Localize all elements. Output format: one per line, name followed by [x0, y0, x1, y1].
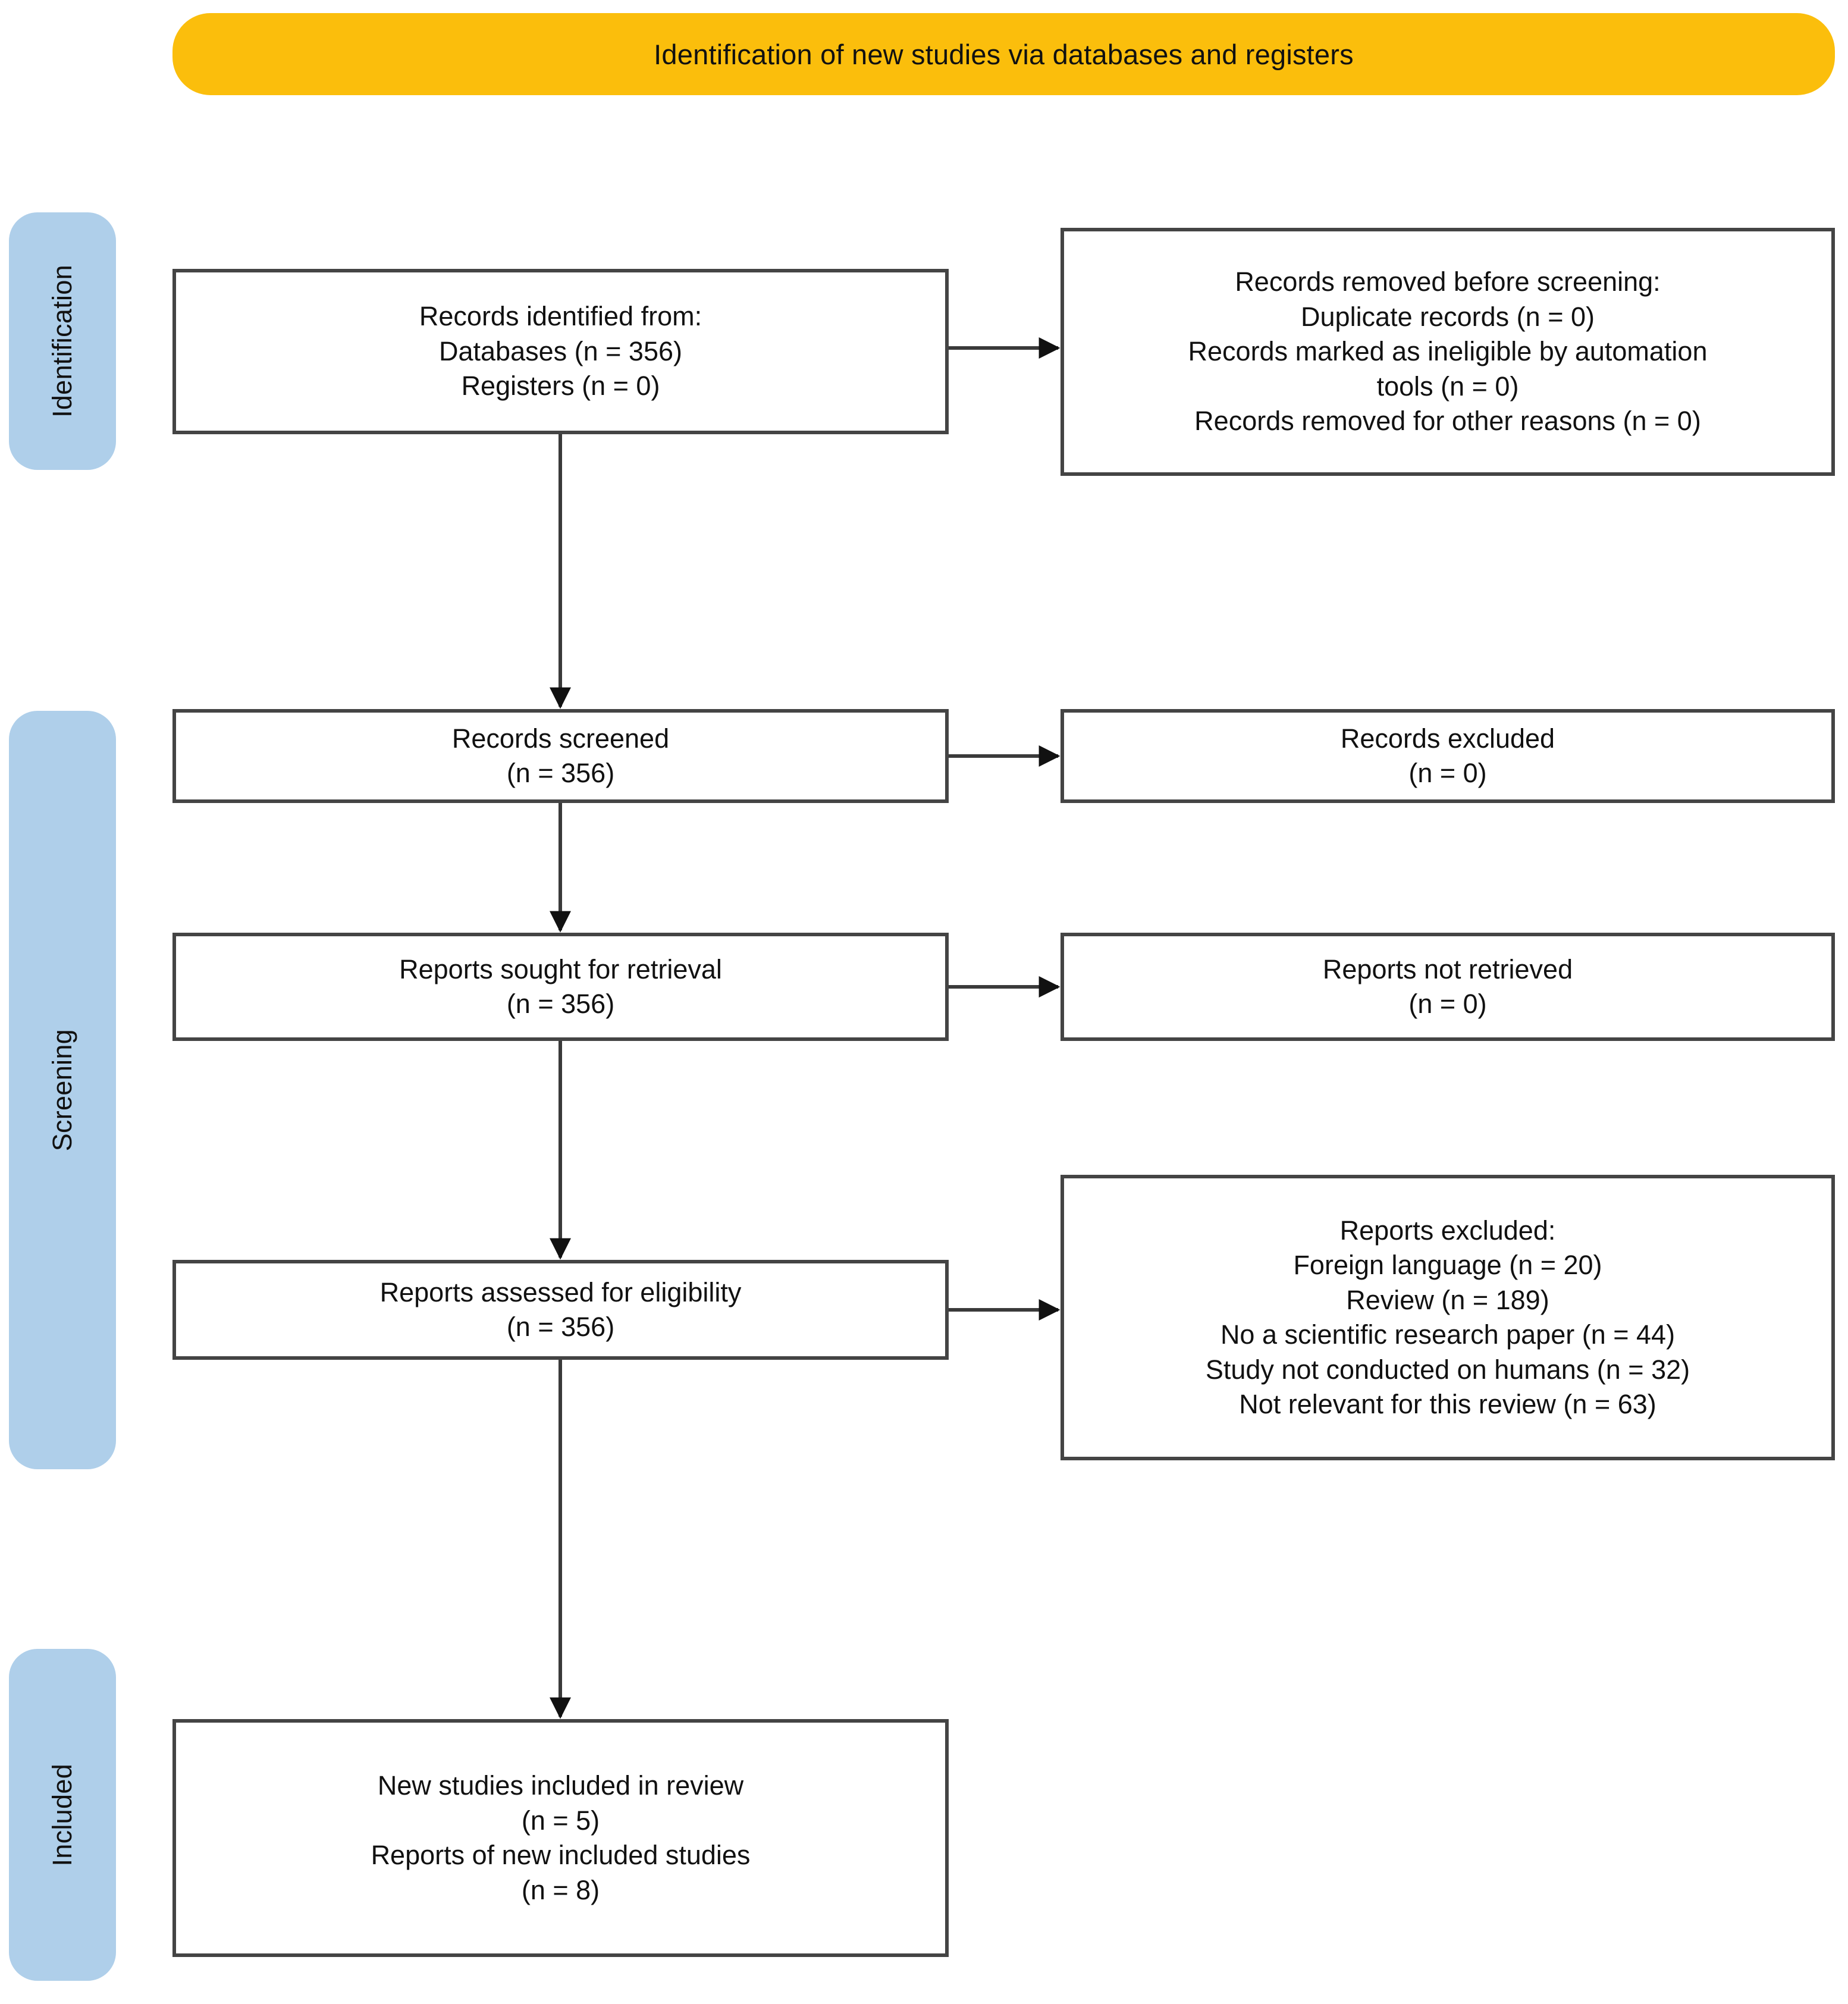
node-line: Reports excluded: — [1339, 1215, 1556, 1246]
node-line: tools (n = 0) — [1376, 371, 1519, 402]
stage-band-screening: Screening — [9, 711, 116, 1469]
stage-band-included-label: Included — [47, 1763, 77, 1867]
node-line: Records excluded — [1340, 723, 1555, 754]
node-line: Records screened — [451, 723, 670, 754]
node-line: Registers (n = 0) — [461, 371, 660, 402]
node-reports-assessed-for-eligibility: Reports assessed for eligibility (n = 35… — [172, 1260, 949, 1360]
node-line: (n = 0) — [1408, 989, 1487, 1019]
stage-band-identification: Identification — [9, 212, 116, 470]
diagram-title: Identification of new studies via databa… — [654, 38, 1354, 70]
node-reports-excluded: Reports excluded: Foreign language (n = … — [1061, 1175, 1835, 1460]
node-records-screened: Records screened (n = 356) — [172, 709, 949, 803]
stage-band-screening-label: Screening — [47, 1028, 77, 1152]
node-line: Databases (n = 356) — [439, 335, 682, 366]
stage-band-included: Included — [9, 1649, 116, 1981]
node-line: Reports of new included studies — [371, 1840, 751, 1870]
node-line: (n = 5) — [521, 1805, 600, 1836]
node-line: (n = 356) — [506, 1312, 615, 1342]
node-line: No a scientific research paper (n = 44) — [1220, 1319, 1676, 1350]
diagram-header-banner: Identification of new studies via databa… — [172, 13, 1835, 95]
node-line: (n = 356) — [506, 989, 615, 1019]
node-records-excluded: Records excluded (n = 0) — [1061, 709, 1835, 803]
node-line: New studies included in review — [377, 1770, 744, 1801]
node-line: Records removed before screening: — [1235, 266, 1661, 297]
node-records-removed-before-screening: Records removed before screening: Duplic… — [1061, 228, 1835, 476]
node-line: Reports assessed for eligibility — [379, 1277, 742, 1307]
node-line: Records removed for other reasons (n = 0… — [1194, 406, 1701, 437]
node-line: Records identified from: — [419, 301, 702, 332]
node-line: Reports not retrieved — [1322, 954, 1573, 984]
stage-band-identification-label: Identification — [47, 265, 77, 418]
node-line: Reports sought for retrieval — [399, 954, 722, 984]
node-line: Review (n = 189) — [1346, 1284, 1549, 1315]
node-line: (n = 356) — [506, 758, 615, 788]
node-reports-sought-for-retrieval: Reports sought for retrieval (n = 356) — [172, 933, 949, 1041]
node-line: Duplicate records (n = 0) — [1301, 301, 1595, 332]
node-records-identified: Records identified from: Databases (n = … — [172, 269, 949, 434]
node-reports-not-retrieved: Reports not retrieved (n = 0) — [1061, 933, 1835, 1041]
node-line: Records marked as ineligible by automati… — [1188, 336, 1708, 367]
node-line: (n = 8) — [521, 1874, 600, 1905]
node-line: Study not conducted on humans (n = 32) — [1205, 1354, 1690, 1385]
node-line: (n = 0) — [1408, 758, 1487, 788]
node-line: Foreign language (n = 20) — [1293, 1250, 1602, 1280]
node-line: Not relevant for this review (n = 63) — [1239, 1389, 1656, 1419]
node-new-studies-included: New studies included in review (n = 5) R… — [172, 1719, 949, 1957]
